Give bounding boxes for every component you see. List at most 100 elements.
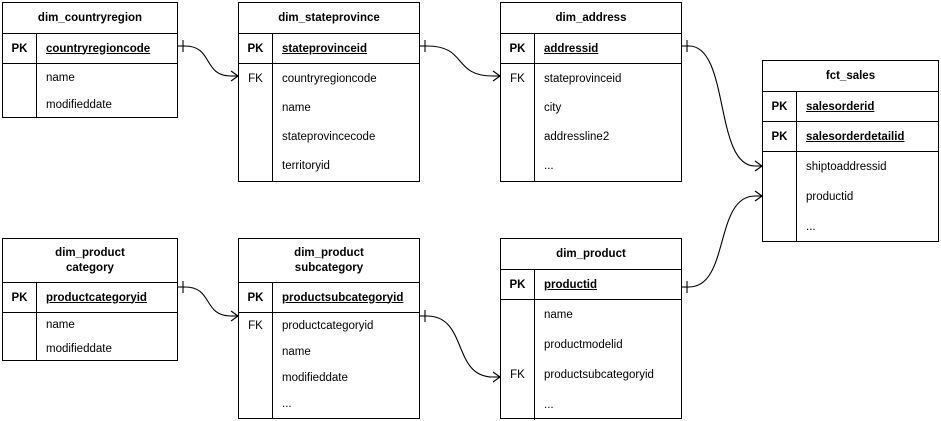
- relationship-line-address-to-sales: [688, 45, 756, 167]
- attribute-row[interactable]: ...: [282, 398, 292, 410]
- attribute-key-column: FK: [239, 64, 273, 181]
- key-badge: PK: [501, 34, 535, 63]
- attribute-name-column: stateprovinceid city addressline2...: [535, 64, 681, 181]
- attribute-group: FK countryregioncode name stateprovincecode…: [239, 64, 419, 181]
- fk-badge: FK: [510, 369, 525, 381]
- attribute-row[interactable]: modifieddate: [46, 98, 112, 111]
- entity-title: dim_countryregion: [3, 3, 177, 34]
- attribute-row[interactable]: addressline2: [544, 130, 610, 143]
- attribute-row[interactable]: name: [282, 101, 311, 114]
- crowsfoot-upper-stateprovince-to-address: [492, 70, 501, 77]
- crowsfoot-lower-subcategory-to-product: [492, 376, 501, 383]
- fk-badge: FK: [248, 320, 263, 332]
- crowsfoot-lower-product-to-sales: [754, 195, 763, 202]
- attribute-row[interactable]: city: [544, 101, 562, 114]
- entity-title: fct_sales: [763, 61, 938, 92]
- attribute-key-column: FK: [501, 64, 535, 181]
- key-row-stateprovinceid[interactable]: PK stateprovinceid: [239, 34, 419, 64]
- column-name: salesorderdetailid: [806, 130, 905, 143]
- key-row-salesorderid[interactable]: PK salesorderid: [763, 92, 938, 122]
- attribute-row[interactable]: ...: [544, 399, 554, 411]
- attribute-row[interactable]: modifieddate: [46, 343, 112, 355]
- attribute-row[interactable]: ...: [806, 221, 816, 233]
- key-badge: PK: [239, 34, 273, 63]
- crowsfoot-lower-stateprovince-to-address: [492, 75, 501, 82]
- crowsfoot-upper-countryregion-to-stateprovince: [230, 70, 239, 77]
- attribute-name-column: productcategoryid name modifieddate...: [273, 313, 419, 418]
- relationship-line-countryregion-to-stateprovince: [184, 45, 232, 77]
- column-name: stateprovinceid: [282, 42, 367, 55]
- key-badge: PK: [239, 283, 273, 312]
- attribute-name-column: shiptoaddressid productid...: [797, 152, 938, 242]
- column-name: countryregioncode: [46, 42, 151, 55]
- entity-title: dim_product category: [3, 239, 177, 283]
- attribute-name-column: name modifieddate: [37, 313, 177, 361]
- key-row-salesorderdetailid[interactable]: PK salesorderdetailid: [763, 122, 938, 152]
- attribute-group: FK productcategoryid name modifieddate...: [239, 313, 419, 418]
- attribute-row[interactable]: modifieddate: [282, 372, 348, 384]
- key-row-addressid[interactable]: PK addressid: [501, 34, 681, 64]
- key-badge: PK: [763, 92, 797, 121]
- column-name: addressid: [544, 42, 599, 55]
- attribute-row[interactable]: name: [282, 346, 311, 358]
- fk-badge: FK: [248, 72, 263, 85]
- key-badge: PK: [501, 270, 535, 299]
- attribute-row[interactable]: countryregioncode: [282, 72, 377, 85]
- attribute-row[interactable]: productcategoryid: [282, 320, 374, 332]
- entity-title: dim_product: [501, 239, 681, 270]
- attribute-key-column: [763, 152, 797, 242]
- key-badge: PK: [3, 283, 37, 312]
- attribute-row[interactable]: name: [46, 71, 75, 84]
- crowsfoot-lower-countryregion-to-stateprovince: [230, 75, 239, 82]
- entity-rows: PK countryregioncode name modifieddate: [3, 34, 177, 118]
- attribute-group: shiptoaddressid productid...: [763, 152, 938, 242]
- crowsfoot-upper-category-to-subcategory: [230, 310, 239, 317]
- column-name: productcategoryid: [46, 291, 147, 304]
- relationship-line-stateprovince-to-address: [426, 45, 494, 77]
- crowsfoot-upper-subcategory-to-product: [492, 371, 501, 378]
- crowsfoot-lower-category-to-subcategory: [230, 315, 239, 322]
- attribute-group: name modifieddate: [3, 64, 177, 118]
- relationship-line-category-to-subcategory: [184, 286, 232, 317]
- entity-title: dim_product subcategory: [239, 239, 419, 283]
- attribute-group: name modifieddate: [3, 313, 177, 361]
- key-row-countryregioncode[interactable]: PK countryregioncode: [3, 34, 177, 64]
- attribute-row[interactable]: shiptoaddressid: [806, 161, 887, 173]
- attribute-row[interactable]: ...: [544, 159, 554, 172]
- attribute-key-column: FK: [239, 313, 273, 418]
- key-row-productcategoryid[interactable]: PK productcategoryid: [3, 283, 177, 313]
- attribute-name-column: name productmodelid productsubcategoryid..…: [535, 300, 681, 420]
- key-badge: PK: [3, 34, 37, 63]
- attribute-row[interactable]: stateprovinceid: [544, 72, 622, 85]
- key-badge: PK: [763, 122, 797, 151]
- entity-title: dim_stateprovince: [239, 3, 419, 34]
- attribute-row[interactable]: productid: [806, 191, 854, 203]
- attribute-row[interactable]: stateprovincecode: [282, 130, 376, 143]
- column-name: salesorderid: [806, 100, 875, 113]
- attribute-key-column: [3, 313, 37, 361]
- crowsfoot-lower-address-to-sales: [754, 165, 763, 172]
- attribute-row[interactable]: territoryid: [282, 159, 330, 172]
- attribute-row[interactable]: name: [46, 319, 75, 331]
- attribute-name-column: countryregioncode name stateprovincecode te…: [273, 64, 419, 181]
- attribute-row[interactable]: name: [544, 309, 573, 321]
- attribute-key-column: FK: [501, 300, 535, 420]
- key-row-productsubcategoryid[interactable]: PK productsubcategoryid: [239, 283, 419, 313]
- column-name: productsubcategoryid: [282, 291, 404, 304]
- attribute-row[interactable]: productsubcategoryid: [544, 369, 654, 381]
- attribute-row[interactable]: productmodelid: [544, 339, 623, 351]
- attribute-group: FK stateprovinceid city addressline2...: [501, 64, 681, 181]
